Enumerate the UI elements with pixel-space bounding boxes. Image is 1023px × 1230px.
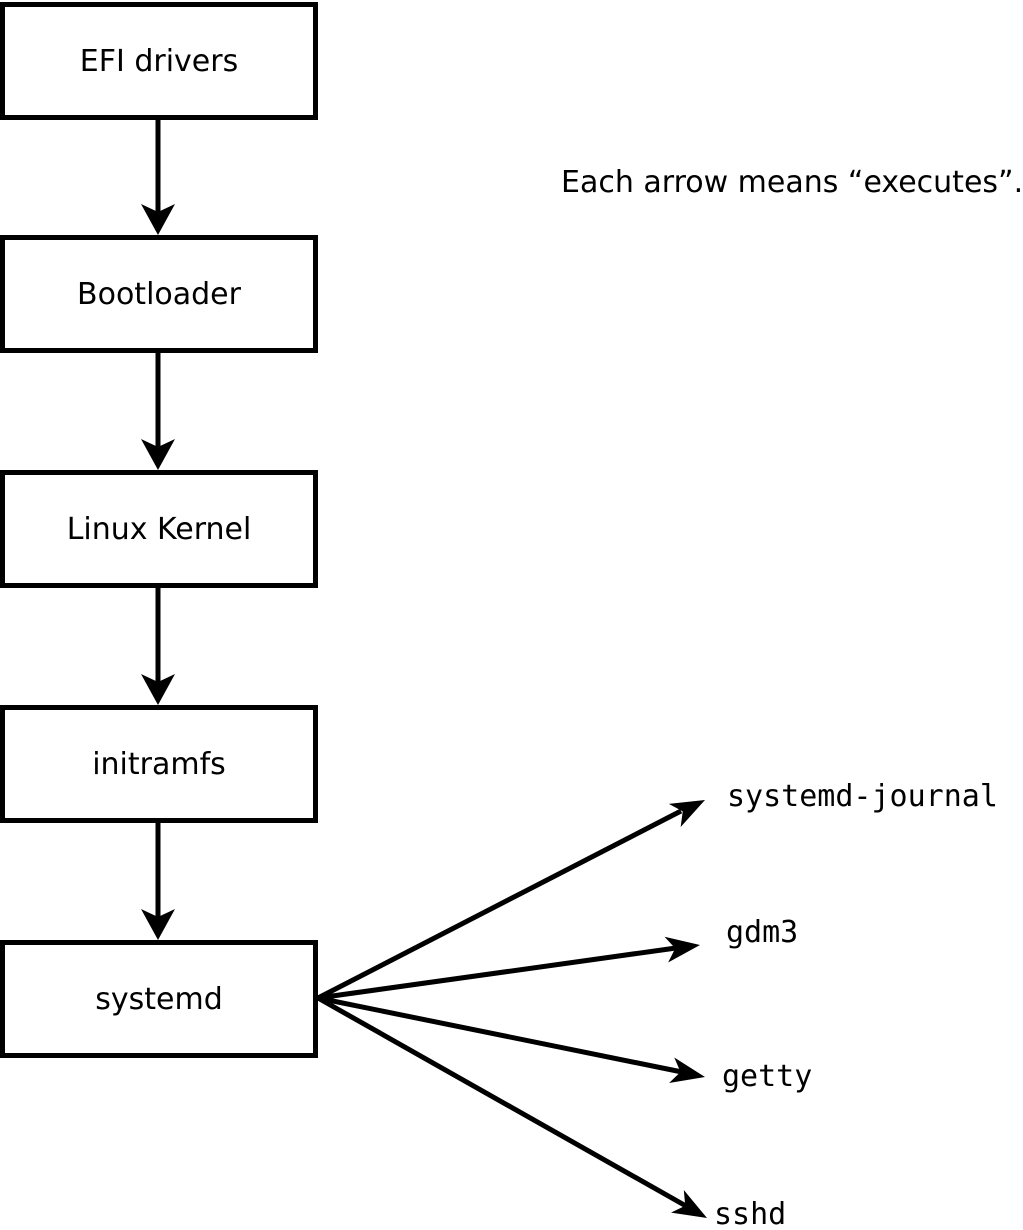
- edge-systemd-to-journal: [316, 800, 705, 1001]
- node-bootloader: Bootloader: [0, 235, 318, 353]
- node-systemd: systemd: [0, 940, 318, 1058]
- arrowhead-icon: [141, 204, 175, 235]
- edge-systemd-to-gdm3: [317, 936, 700, 1001]
- note-arrow-meaning: Each arrow means “executes”.: [561, 165, 1023, 200]
- arrowhead-icon: [671, 1189, 707, 1218]
- arrowhead-icon: [141, 909, 175, 940]
- node-systemd-label: systemd: [95, 982, 223, 1017]
- edge-line: [317, 995, 683, 1075]
- edge-line: [316, 808, 683, 1001]
- node-efi-drivers: EFI drivers: [0, 2, 318, 120]
- node-linux-kernel-box: [0, 470, 318, 588]
- node-efi-drivers-label: EFI drivers: [80, 44, 238, 79]
- arrowhead-icon: [668, 800, 705, 828]
- edge-line: [317, 945, 677, 1001]
- edge-efi-to-bootloader: [141, 120, 175, 235]
- edge-systemd-to-getty: [317, 995, 705, 1083]
- node-linux-kernel: Linux Kernel: [0, 470, 318, 588]
- arrowhead-icon: [141, 439, 175, 470]
- node-efi-drivers-box: [0, 2, 318, 120]
- service-label-sshd: sshd: [714, 1197, 786, 1230]
- arrowhead-icon: [141, 674, 175, 705]
- node-initramfs: initramfs: [0, 705, 318, 823]
- node-systemd-box: [0, 940, 318, 1058]
- service-label-gdm3: gdm3: [726, 915, 798, 950]
- node-initramfs-box: [0, 705, 318, 823]
- node-linux-kernel-label: Linux Kernel: [67, 512, 252, 547]
- arrowhead-icon: [669, 1057, 705, 1083]
- arrowhead-icon: [664, 936, 700, 963]
- node-initramfs-label: initramfs: [92, 747, 226, 782]
- edge-line: [316, 995, 688, 1209]
- service-label-getty: getty: [722, 1059, 812, 1094]
- service-label-systemd-journal: systemd-journal: [727, 779, 998, 814]
- node-bootloader-label: Bootloader: [77, 277, 242, 312]
- node-bootloader-box: [0, 235, 318, 353]
- edge-systemd-to-sshd: [316, 995, 707, 1218]
- edge-initramfs-to-systemd: [141, 823, 175, 940]
- edge-bootloader-to-kernel: [141, 353, 175, 470]
- edge-kernel-to-initramfs: [141, 588, 175, 705]
